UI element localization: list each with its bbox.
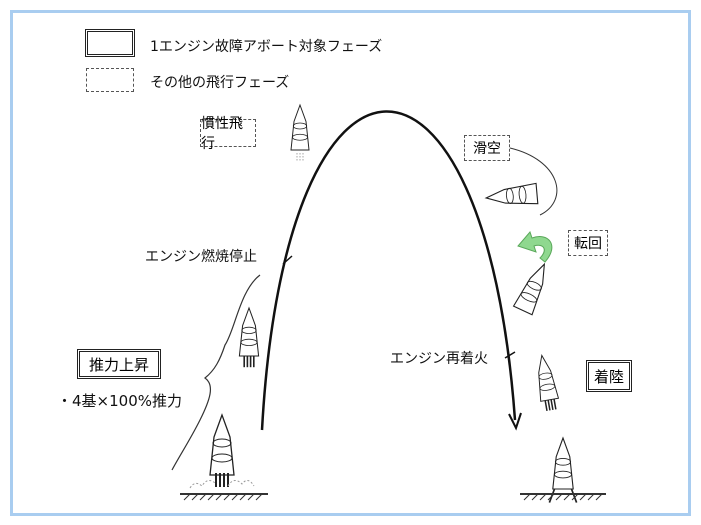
- rocket-turn: [513, 259, 555, 316]
- phase-thrust-ascent-label: 推力上昇: [77, 349, 161, 379]
- phase-coast-label: 慣性飛行: [200, 116, 256, 152]
- diagram-frame: [10, 10, 691, 516]
- cutoff-tick: [282, 255, 293, 265]
- phase-landing-label: 着陸: [586, 360, 632, 392]
- engine-cutoff-label: エンジン燃焼停止: [145, 249, 257, 265]
- turn-arrow-icon: [517, 231, 553, 263]
- phase-glide-label: 滑空: [464, 135, 510, 161]
- legend-dashed-swatch: [86, 68, 134, 92]
- engine-relight-label: エンジン再着火: [390, 351, 488, 367]
- thrust-ascent-note: ・4基×100%推力: [57, 392, 182, 410]
- legend-dashed-label: その他の飛行フェーズ: [150, 75, 290, 91]
- rocket-descent: [532, 353, 559, 412]
- trajectory-arrowhead: [508, 412, 522, 431]
- legend-solid-label: 1エンジン故障アボート対象フェーズ: [150, 39, 383, 55]
- ground-left: [180, 493, 268, 501]
- trajectory-line: [260, 110, 517, 431]
- rocket-glide: [484, 182, 539, 209]
- ascent-brace: [171, 274, 261, 471]
- phase-turn-label: 転回: [568, 230, 608, 256]
- legend-solid-swatch: [85, 29, 135, 57]
- rocket-launch: [209, 414, 235, 488]
- rocket-coast: [290, 104, 310, 162]
- rocket-ascent: [238, 307, 260, 369]
- ground-right: [520, 493, 606, 501]
- relight-tick: [504, 351, 516, 359]
- rocket-landed: [548, 437, 578, 503]
